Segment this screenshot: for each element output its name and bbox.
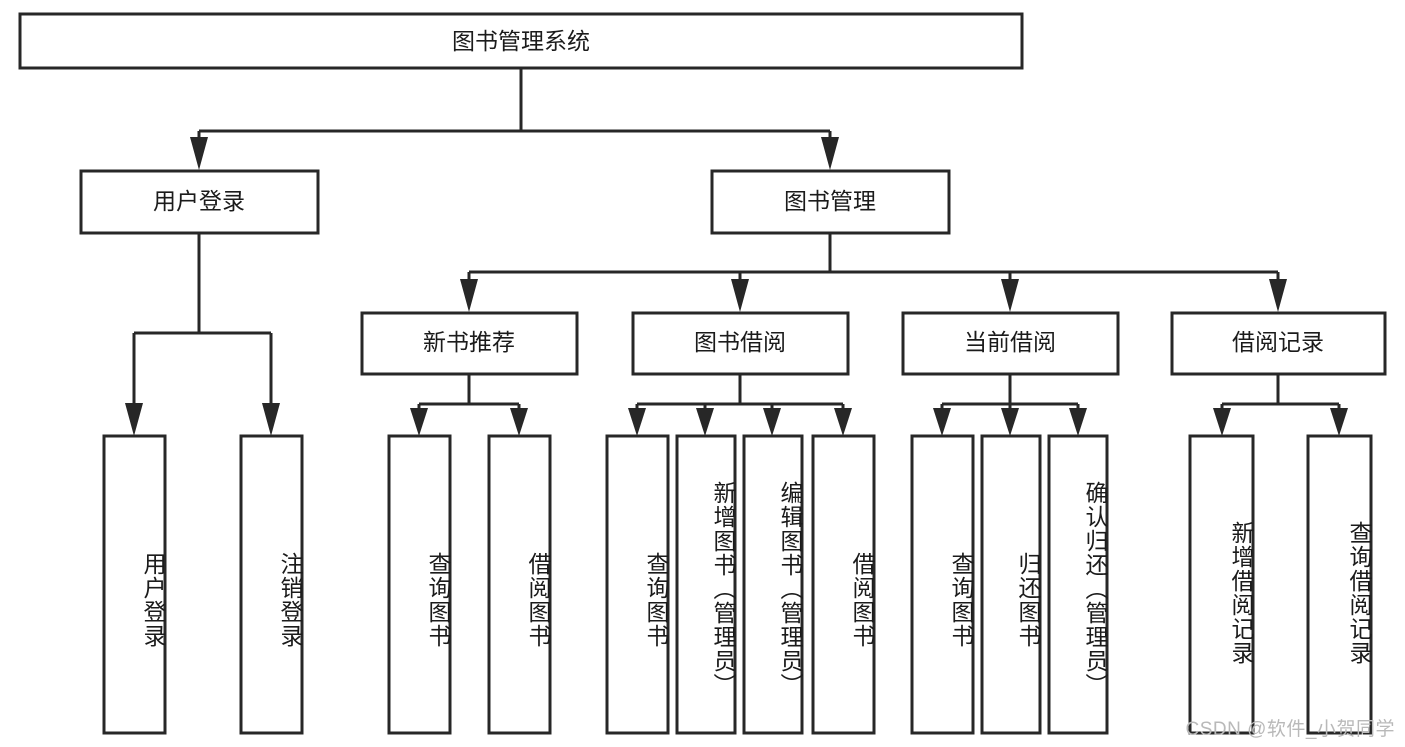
node-book-manage[interactable]: 图书管理 — [710, 169, 951, 235]
node-leaf-user-login[interactable] — [102, 434, 167, 735]
node-leaf-rec-search[interactable] — [1306, 434, 1373, 735]
node-leaf-cur-confirm[interactable] — [1047, 434, 1109, 735]
arrowhead-user-login — [190, 137, 208, 170]
node-leaf-borrow-add[interactable] — [675, 434, 737, 735]
node-root[interactable]: 图书管理系统 — [18, 12, 1024, 70]
node-leaf-borrow-do[interactable] — [811, 434, 876, 735]
node-borrow-record[interactable]: 借阅记录 — [1170, 311, 1387, 376]
arrowhead-leaf-cur-confirm — [1069, 408, 1087, 436]
csdn-watermark: CSDN @软件_小贺同学 — [1185, 719, 1395, 740]
arrowhead-leaf-rec-search — [1330, 408, 1348, 436]
arrowhead-leaf-borrow-do — [834, 408, 852, 436]
node-leaf-borrow-edit[interactable] — [742, 434, 804, 735]
arrowhead-book-borrow — [731, 279, 749, 312]
arrowhead-new-book-rec — [460, 279, 478, 312]
arrowhead-book-manage — [821, 137, 839, 170]
arrowhead-leaf-rec-add — [1213, 408, 1231, 436]
arrowhead-leaf-rec-borrow — [510, 408, 528, 436]
node-user-login-label: 用户登录 — [153, 188, 245, 214]
node-borrow-record-label: 借阅记录 — [1232, 329, 1324, 355]
node-leaf-cur-query[interactable] — [910, 434, 975, 735]
node-book-borrow[interactable]: 图书借阅 — [631, 311, 850, 376]
arrowhead-leaf-cur-return — [1001, 408, 1019, 436]
node-leaf-rec-borrow[interactable] — [487, 434, 552, 735]
arrowhead-leaf-borrow-edit — [763, 408, 781, 436]
arrowhead-borrow-record — [1269, 279, 1287, 312]
node-new-book-rec-label: 新书推荐 — [423, 329, 515, 355]
node-book-borrow-label: 图书借阅 — [694, 329, 786, 355]
node-new-book-rec[interactable]: 新书推荐 — [360, 311, 579, 376]
node-root-label: 图书管理系统 — [452, 28, 590, 54]
node-leaf-rec-query[interactable] — [387, 434, 452, 735]
arrowhead-leaf-rec-query — [410, 408, 428, 436]
node-leaf-borrow-query[interactable] — [605, 434, 670, 735]
arrowhead-leaf-borrow-add — [696, 408, 714, 436]
node-leaf-user-logout[interactable] — [239, 434, 304, 735]
edges-group — [125, 68, 1348, 436]
arrowhead-leaf-borrow-query — [628, 408, 646, 436]
arrowhead-leaf-user-login — [125, 403, 143, 436]
arrowhead-current-borrow — [1001, 279, 1019, 312]
node-current-borrow-label: 当前借阅 — [964, 329, 1056, 355]
node-user-login[interactable]: 用户登录 — [79, 169, 320, 235]
node-current-borrow[interactable]: 当前借阅 — [901, 311, 1120, 376]
nodes-group: 图书管理系统 用户登录 图书管理 新书推荐 图书借阅 — [18, 12, 1387, 735]
node-book-manage-label: 图书管理 — [784, 188, 876, 214]
node-leaf-cur-return[interactable] — [980, 434, 1042, 735]
arrowhead-leaf-cur-query — [933, 408, 951, 436]
arrowhead-leaf-user-logout — [262, 403, 280, 436]
node-leaf-rec-add[interactable] — [1188, 434, 1255, 735]
